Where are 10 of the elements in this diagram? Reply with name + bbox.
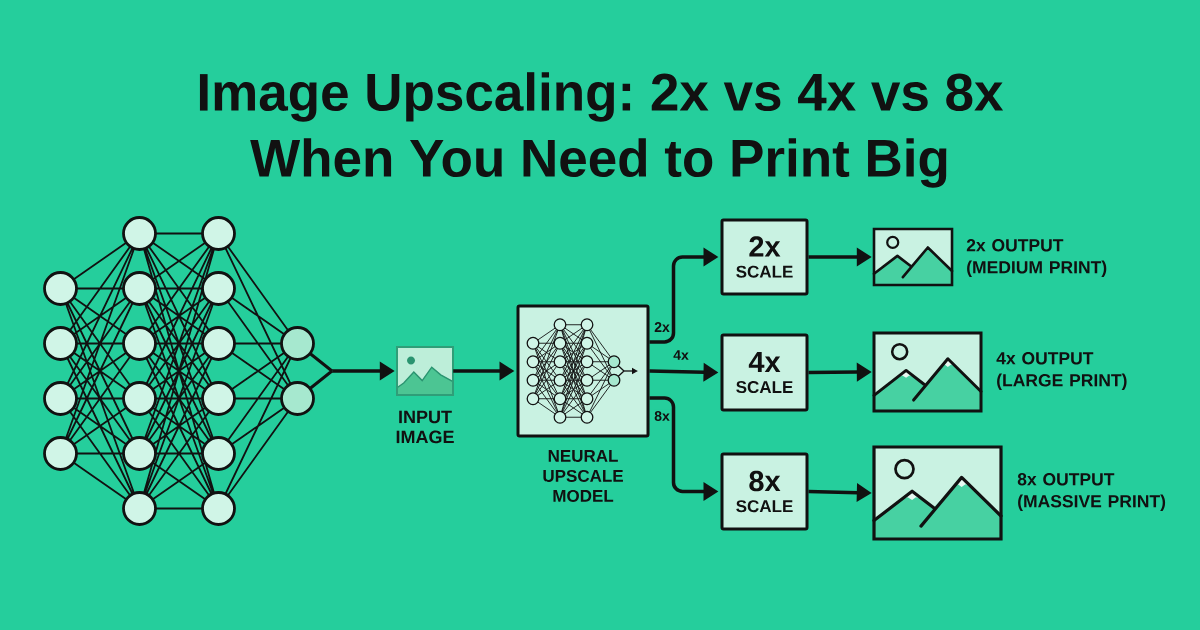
scale-box: 2x SCALE: [720, 218, 809, 296]
neural-network-drawing: [43, 216, 334, 526]
node-label: 8x OUTPUT (MASSIVE PRINT): [1017, 473, 1166, 511]
scale-box: 8x SCALE: [720, 452, 809, 531]
title: Image Upscaling: 2x vs 4x vs 8x When You Need to Print Big: [199, 72, 1004, 188]
node-label: 4x OUTPUT (LARGE PRINT): [996, 352, 1127, 390]
node-label: NEURAL UPSCALE MODEL: [543, 450, 623, 502]
node-label: 2x OUTPUT (MEDIUM PRINT): [966, 239, 1107, 277]
scale-box: 4x SCALE: [720, 333, 809, 412]
node-label: INPUT IMAGE: [396, 410, 454, 444]
